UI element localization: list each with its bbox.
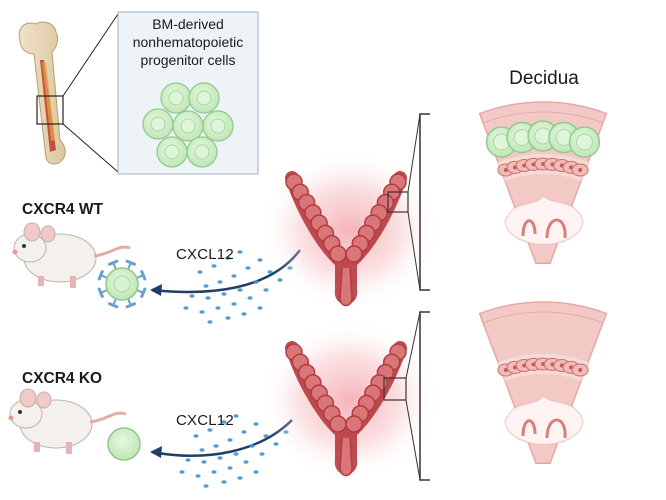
bm-cells-label: BM-derived nonhematopoietic progenitor c…	[132, 16, 244, 68]
decidua-wt-panel	[478, 101, 608, 265]
uterus-wt-icon	[260, 150, 440, 310]
progenitor-cell	[156, 136, 188, 168]
progenitor-cell	[188, 82, 220, 114]
cxcl12-dots-ko	[179, 414, 289, 488]
decidua-label: Decidua	[509, 68, 579, 89]
decidua-ko-panel	[478, 301, 608, 465]
progenitor-cell	[202, 110, 234, 142]
group-label-wt: CXCR4 WT	[22, 201, 103, 218]
cxcr4-wt-cell-with-receptors	[97, 259, 147, 309]
progenitor-cell	[160, 82, 192, 114]
progenitor-cell-cluster	[142, 82, 234, 168]
group-label-ko: CXCR4 KO	[22, 370, 103, 387]
mouse-wt-icon	[12, 222, 131, 288]
cxcr4-ko-cell	[107, 427, 141, 461]
chemokine-label-ko: CXCL12	[176, 412, 234, 429]
chemokine-label-wt: CXCL12	[176, 246, 234, 263]
progenitor-cell	[186, 136, 218, 168]
progenitor-cell	[142, 108, 174, 140]
bone-zoom-box	[36, 95, 64, 125]
progenitor-cell	[172, 110, 204, 142]
mouse-ko-icon	[8, 388, 127, 454]
uterus-ko-icon	[260, 320, 440, 480]
femur-bone-icon	[18, 13, 119, 173]
